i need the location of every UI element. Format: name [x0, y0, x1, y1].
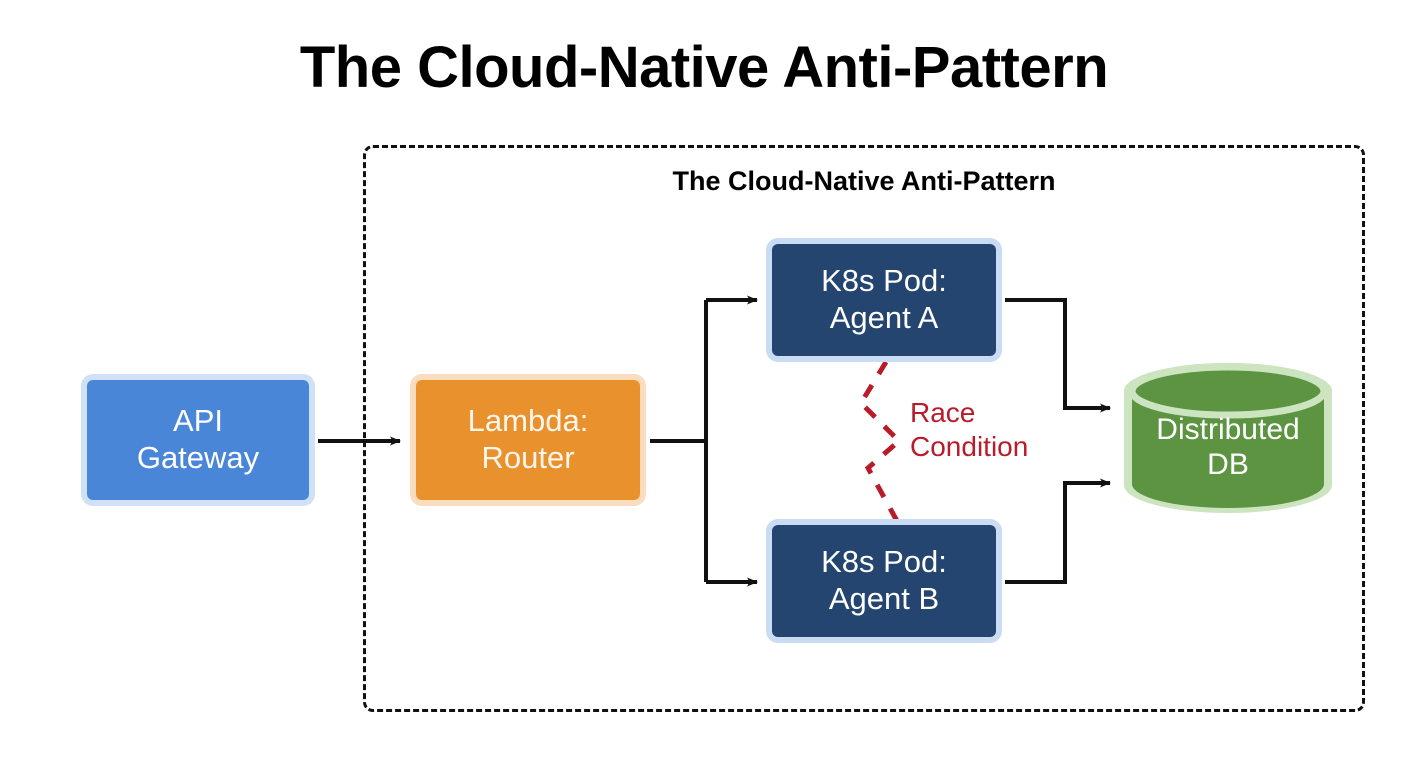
node-k8s-pod-agent-a[interactable]: K8s Pod: Agent A: [766, 238, 1002, 362]
node-api-gateway[interactable]: API Gateway: [81, 374, 315, 506]
node-lambda-router[interactable]: Lambda: Router: [410, 374, 646, 506]
page-title: The Cloud-Native Anti-Pattern: [299, 35, 1109, 100]
database-cylinder-icon: [1124, 363, 1332, 513]
node-distributed-db[interactable]: Distributed DB: [1119, 358, 1337, 518]
boundary-label: The Cloud-Native Anti-Pattern: [672, 166, 1056, 196]
database-label: Distributed DB: [1156, 412, 1300, 481]
anti-pattern-boundary: [363, 145, 1365, 712]
race-condition-label: Race Condition: [910, 397, 1029, 462]
node-k8s-pod-agent-b[interactable]: K8s Pod: Agent B: [766, 519, 1002, 643]
